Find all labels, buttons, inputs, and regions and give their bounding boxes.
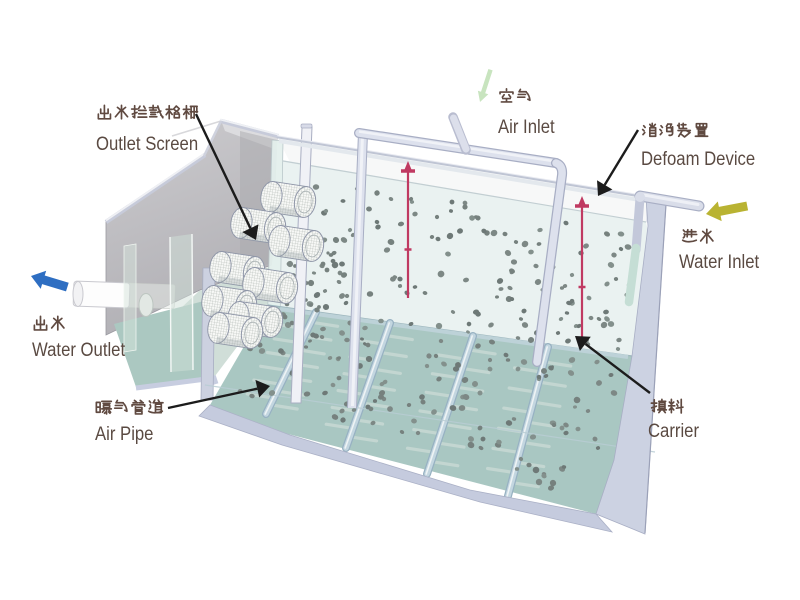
svg-text:Water Inlet: Water Inlet [679, 251, 759, 272]
svg-text:Carrier: Carrier [648, 420, 699, 441]
svg-text:Water Outlet: Water Outlet [32, 339, 125, 360]
svg-text:Outlet Screen: Outlet Screen [96, 133, 198, 154]
svg-text:Air Pipe: Air Pipe [95, 423, 154, 444]
svg-text:Defoam Device: Defoam Device [641, 148, 755, 169]
svg-text:Air Inlet: Air Inlet [498, 116, 555, 137]
